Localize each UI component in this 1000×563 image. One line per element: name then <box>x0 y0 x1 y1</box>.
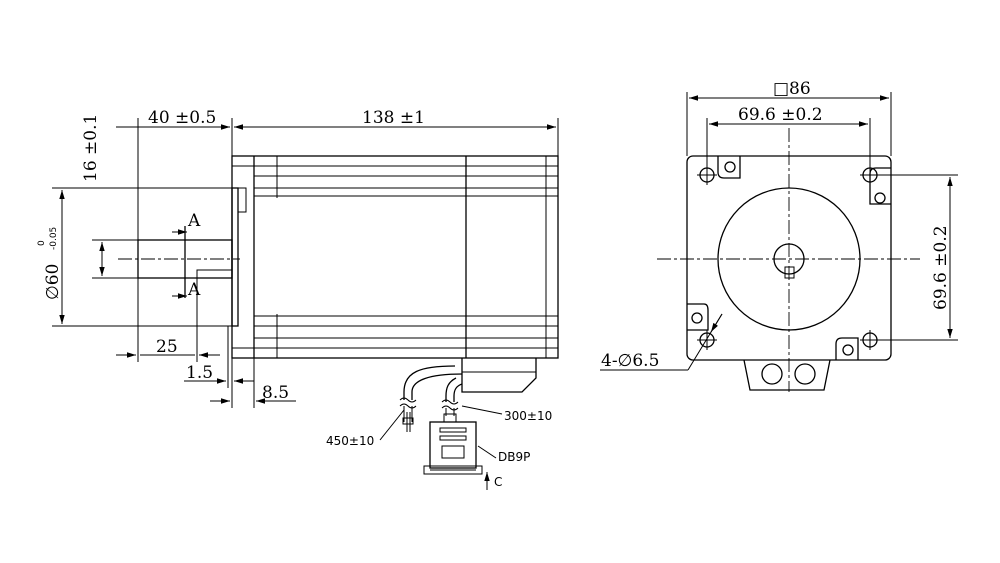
flange-tabs <box>687 156 891 360</box>
dim-pilot-tol-upper: 0 <box>37 240 47 246</box>
db9-connector <box>423 421 483 475</box>
dim-frame-size: □86 <box>773 79 811 99</box>
side-view: A A 40 ±0.5 138 ±1 16 ±0.1 ∅60 0 -0.05 2… <box>37 108 559 490</box>
cable-box <box>461 358 537 393</box>
dim-pilot-diameter: ∅60 <box>43 264 63 300</box>
flange-step <box>237 187 247 213</box>
dim-key-length: 25 <box>156 337 178 357</box>
shaft-key-slot <box>784 266 795 279</box>
cables <box>399 365 463 432</box>
section-a-bottom-label: A <box>187 280 201 300</box>
dim-key-height: 16 ±0.1 <box>81 114 101 182</box>
pilot-boss <box>231 187 239 327</box>
front-view: □86 69.6 ±0.2 69.6 ±0.2 4-∅6.5 <box>600 79 958 392</box>
dim-body-length: 138 ±1 <box>362 108 425 128</box>
motor-body <box>231 155 559 359</box>
lead-short-label: 300±10 <box>504 409 552 423</box>
dim-mount-holes: 4-∅6.5 <box>601 351 659 371</box>
dim-flange-thickness: 8.5 <box>262 383 289 403</box>
connector-label: DB9P <box>498 450 530 464</box>
view-c-label: C <box>494 475 502 489</box>
dim-hole-spacing-v: 69.6 ±0.2 <box>931 225 951 310</box>
dim-flange-offset: 1.5 <box>186 363 213 383</box>
dim-pilot-tol-lower: -0.05 <box>49 227 59 250</box>
dim-hole-spacing-h: 69.6 ±0.2 <box>738 105 823 125</box>
dim-shaft-length: 40 ±0.5 <box>148 108 216 128</box>
section-a-top-label: A <box>187 211 201 231</box>
connector-tab <box>743 359 831 391</box>
mount-holes <box>697 165 880 350</box>
shaft-key <box>196 269 233 279</box>
lead-long-label: 450±10 <box>326 434 374 448</box>
